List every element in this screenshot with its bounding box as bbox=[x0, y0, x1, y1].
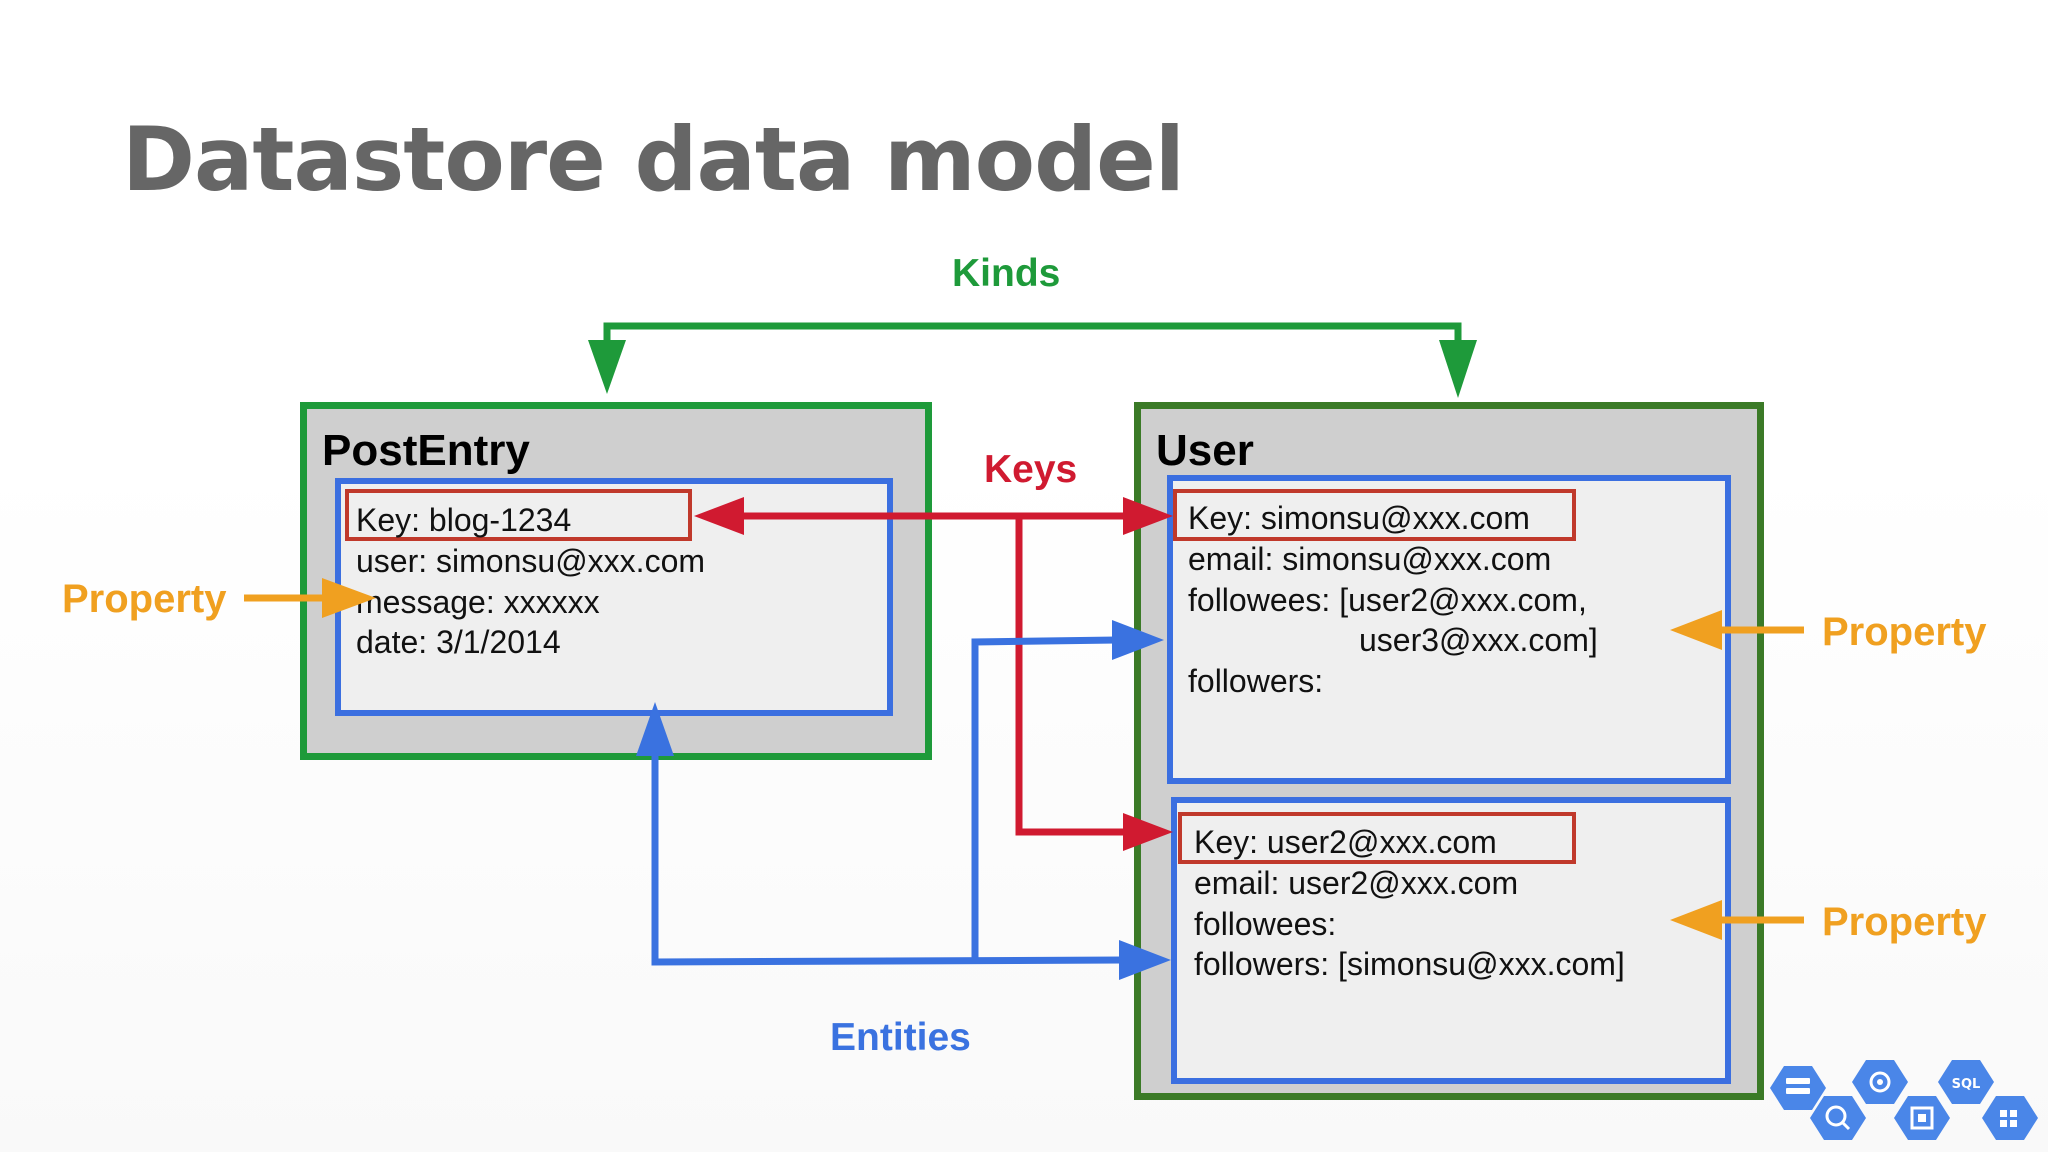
entities-arrowhead-user2 bbox=[1119, 940, 1171, 980]
kind-title-postentry: PostEntry bbox=[322, 426, 530, 475]
entity-key: Key: blog-1234 bbox=[356, 502, 572, 538]
entity-property: followers: [simonsu@xxx.com] bbox=[1194, 946, 1625, 982]
entity-property: email: user2@xxx.com bbox=[1194, 865, 1519, 901]
entity-box-user-simonsu bbox=[1167, 475, 1731, 784]
cloud-product-icons: SQL bbox=[1770, 1060, 2038, 1140]
kinds-label: Kinds bbox=[952, 252, 1061, 295]
keys-arrowhead-post bbox=[694, 497, 744, 535]
entity-property: user3@xxx.com] bbox=[1359, 622, 1598, 658]
entity-property: followees: [user2@xxx.com, bbox=[1188, 582, 1587, 618]
keys-label: Keys bbox=[984, 448, 1078, 491]
apps-icon bbox=[1982, 1096, 2038, 1140]
entity-box-user-user2 bbox=[1171, 797, 1731, 1084]
app-engine-icon bbox=[1852, 1060, 1908, 1104]
entity-property: user: simonsu@xxx.com bbox=[356, 543, 706, 579]
entity-key: Key: user2@xxx.com bbox=[1194, 824, 1497, 860]
keys-arrowhead-user1 bbox=[1123, 497, 1173, 535]
storage-icon bbox=[1770, 1066, 1826, 1110]
entity-property: followers: bbox=[1188, 663, 1324, 699]
property-label-left: Property bbox=[62, 577, 227, 621]
svg-text:SQL: SQL bbox=[1952, 1077, 1981, 1092]
entity-key: Key: simonsu@xxx.com bbox=[1188, 500, 1530, 536]
kind-title-user: User bbox=[1156, 426, 1254, 475]
property-arrows bbox=[244, 594, 1804, 924]
kinds-arrow bbox=[603, 322, 1462, 370]
entity-property: email: simonsu@xxx.com bbox=[1188, 541, 1552, 577]
kinds-arrowhead-right bbox=[1439, 340, 1477, 398]
entities-arrowhead-user1 bbox=[1112, 620, 1164, 660]
compute-icon bbox=[1894, 1096, 1950, 1140]
entity-property: date: 3/1/2014 bbox=[356, 624, 561, 660]
key-box-post bbox=[345, 489, 692, 541]
entities-arrowhead-post bbox=[636, 702, 674, 756]
key-box-user-user2 bbox=[1178, 812, 1576, 864]
keys-arrow bbox=[740, 512, 1126, 836]
keys-arrowhead-user2 bbox=[1123, 813, 1173, 851]
key-box-user-simonsu bbox=[1173, 489, 1576, 541]
bigquery-icon bbox=[1810, 1096, 1866, 1140]
entities-label: Entities bbox=[830, 1016, 971, 1059]
entities-arrow bbox=[651, 636, 1125, 966]
entity-property: followees: bbox=[1194, 906, 1337, 942]
property-label-right-1: Property bbox=[1822, 610, 1987, 654]
entity-property: message: xxxxxx bbox=[356, 584, 600, 620]
property-arrowhead-left bbox=[322, 578, 376, 618]
property-label-right-2: Property bbox=[1822, 900, 1987, 944]
page-title: Datastore data model bbox=[122, 108, 1185, 211]
property-arrowhead-right-2 bbox=[1670, 900, 1722, 940]
cloud-sql-icon: SQL bbox=[1938, 1060, 1994, 1104]
property-arrowhead-right-1 bbox=[1670, 610, 1722, 650]
kinds-arrowhead-left bbox=[588, 340, 626, 394]
